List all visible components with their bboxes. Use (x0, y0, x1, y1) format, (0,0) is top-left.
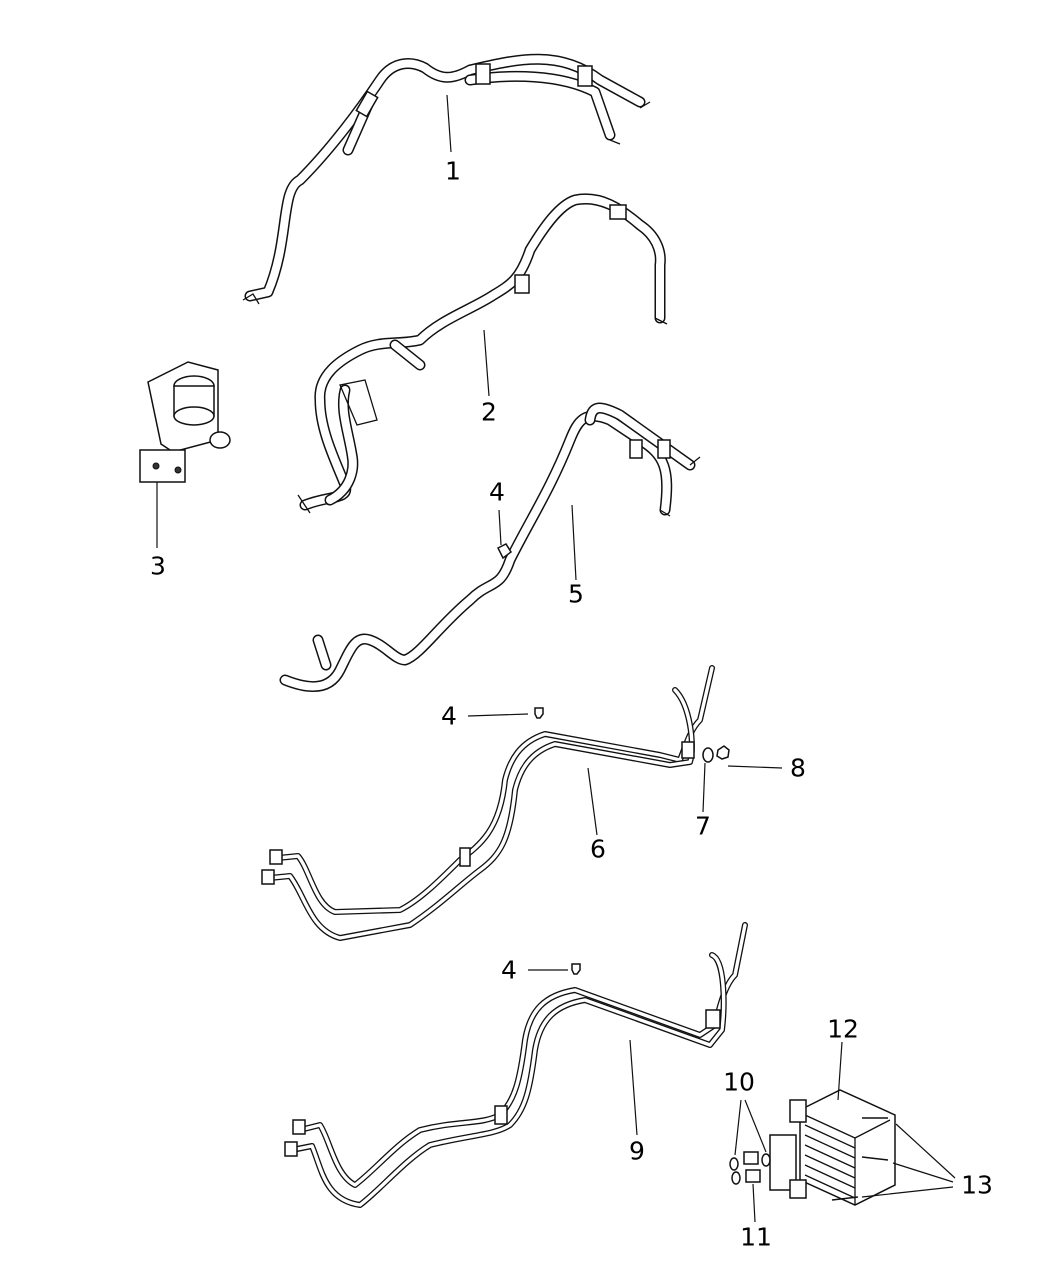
callout-8: 8 (790, 753, 806, 783)
oil-cooler-12 (729, 1041, 956, 1223)
callout-7: 7 (695, 811, 711, 841)
callout-5: 5 (568, 579, 584, 609)
callout-9: 9 (629, 1136, 645, 1166)
hose-assembly-5 (279, 402, 701, 693)
cooler-line-assembly-9 (284, 922, 748, 1208)
callout-4: 4 (441, 701, 457, 731)
callout-1: 1 (445, 156, 461, 186)
cooler-line-assembly-6 (261, 665, 783, 941)
callout-13: 13 (961, 1170, 993, 1200)
callout-4: 4 (489, 477, 505, 507)
hose-assembly-1 (242, 53, 651, 305)
callout-3: 3 (150, 551, 166, 581)
callout-10: 10 (723, 1067, 755, 1097)
hose-assembly-2 (297, 193, 668, 514)
callout-6: 6 (590, 834, 606, 864)
callout-2: 2 (481, 397, 497, 427)
auxiliary-pump-3 (139, 361, 231, 548)
callout-12: 12 (827, 1014, 859, 1044)
callout-4: 4 (501, 955, 517, 985)
callout-11: 11 (740, 1222, 772, 1252)
